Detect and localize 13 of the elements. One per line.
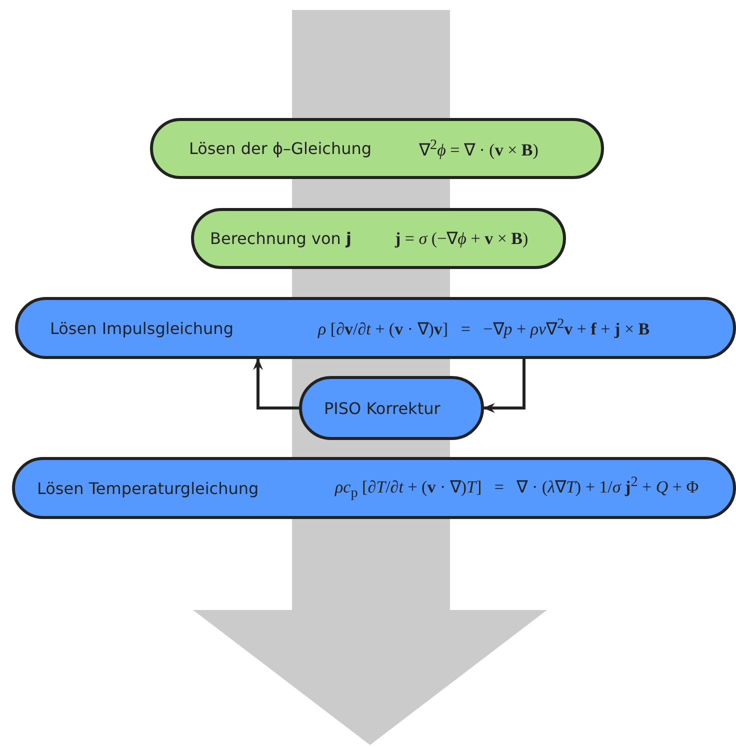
arrow <box>483 359 526 413</box>
equation: ∇$^{2}$ϕ = ∇ · (v × B) <box>419 136 538 160</box>
equation: ρc$_{p}$ [∂T/∂t + (v · ∇)T] = ∇ · (λ∇T) + 1/σ j$^{2}$ + Q + Φ <box>335 474 699 502</box>
step-label: Berechnung von j <box>210 229 352 248</box>
step-label: Lösen der ϕ–Gleichung <box>189 139 373 158</box>
process-box <box>12 457 736 519</box>
step-label: Lösen Temperaturgleichung <box>37 478 260 498</box>
equation: j = σ (−∇ϕ + v × B) <box>395 228 528 249</box>
arrow <box>253 358 299 410</box>
process-box <box>15 297 736 359</box>
step-label: Lösen Impulsgleichung <box>50 318 234 338</box>
step-label: PISO Korrektur <box>324 398 440 418</box>
equation: ρ [∂v/∂t + (v · ∇)v] = −∇p + ρν∇$^{2}$v + f + j × B <box>318 316 650 340</box>
